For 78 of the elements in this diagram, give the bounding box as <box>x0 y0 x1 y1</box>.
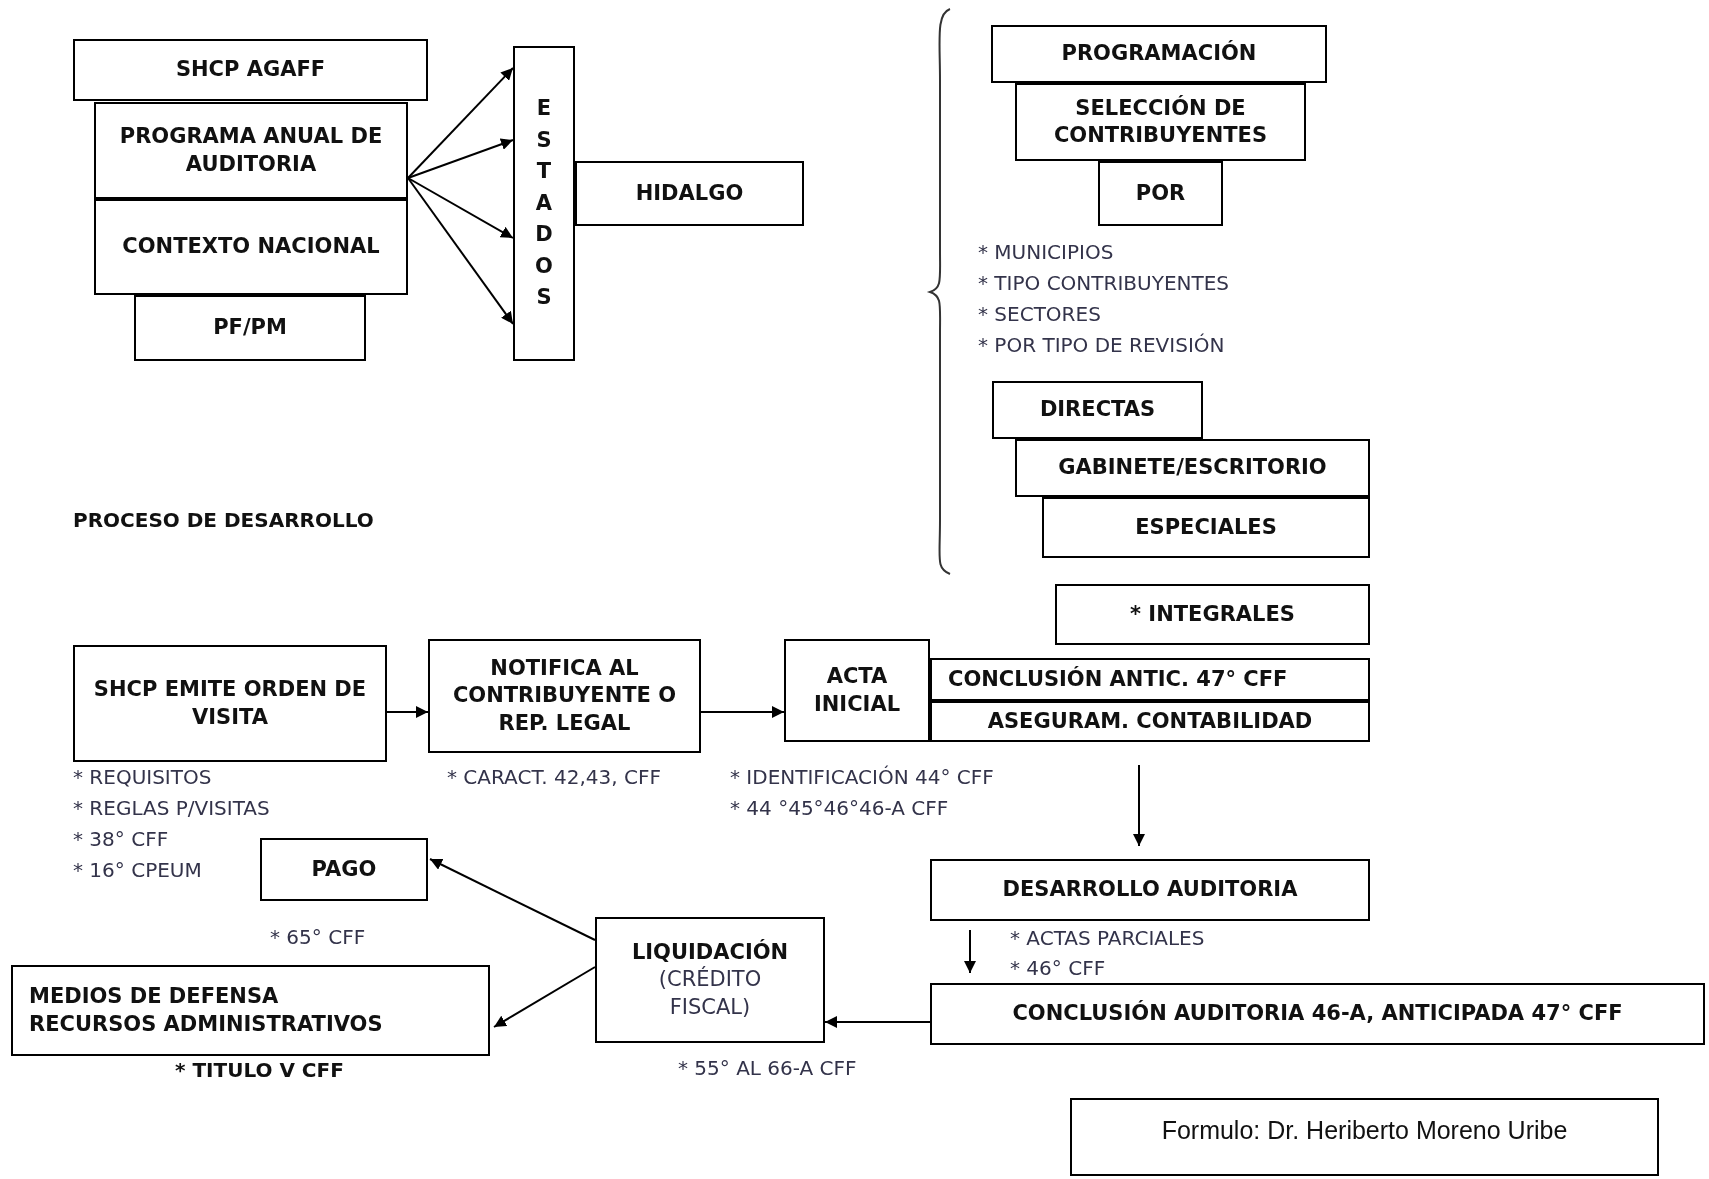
process-box <box>992 381 1203 439</box>
note-text: * 38° CFF <box>73 827 169 851</box>
note-text: * TIPO CONTRIBUYENTES <box>978 271 1230 295</box>
box-label: LIQUIDACIÓN <box>631 939 789 966</box>
heading-text: PROCESO DE DESARROLLO <box>73 508 374 532</box>
box-label: SELECCIÓN DE CONTRIBUYENTES <box>1052 94 1269 149</box>
note-text: * 44 °45°46°46-A CFF <box>730 796 949 820</box>
note-text: * CARACT. 42,43, CFF <box>447 765 661 789</box>
note-text: * ACTAS PARCIALES <box>1010 926 1205 950</box>
process-box <box>930 658 1370 701</box>
author-box <box>1070 1098 1659 1176</box>
box-label: PROGRAMA ANUAL DE AUDITORIA <box>118 123 384 178</box>
process-box <box>260 838 428 901</box>
process-box <box>930 701 1370 742</box>
box-label: HIDALGO <box>635 179 744 207</box>
process-box <box>134 295 366 361</box>
box-label: NOTIFICA AL CONTRIBUYENTE O REP. LEGAL <box>451 655 678 737</box>
arrow <box>1133 764 1145 847</box>
box-label: POR <box>1135 179 1186 207</box>
process-box <box>1055 584 1370 645</box>
note-text: * POR TIPO DE REVISIÓN <box>978 333 1225 357</box>
process-box <box>575 161 804 226</box>
process-box <box>991 25 1327 83</box>
box-label: GABINETE/ESCRITORIO <box>1058 454 1327 482</box>
arrow <box>493 966 596 1028</box>
arrow <box>407 67 514 179</box>
arrow <box>407 177 514 239</box>
process-box <box>73 39 428 101</box>
process-box <box>1098 161 1223 226</box>
process-box <box>930 983 1705 1045</box>
process-box <box>94 199 408 295</box>
box-label: SHCP AGAFF <box>175 56 326 84</box>
note-text: * SECTORES <box>978 302 1101 326</box>
box-label: SHCP EMITE ORDEN DE VISITA <box>92 676 368 731</box>
box-label: PROGRAMACIÓN <box>1061 40 1257 68</box>
box-label: * INTEGRALES <box>1130 600 1295 628</box>
arrow <box>429 858 596 941</box>
box-label: PF/PM <box>213 314 287 342</box>
arrow <box>386 706 429 718</box>
arrow <box>407 177 514 325</box>
box-sublabel: RECURSOS ADMINISTRATIVOS <box>29 1010 383 1038</box>
box-label: PAGO <box>311 855 377 883</box>
box-label: CONCLUSIÓN AUDITORIA 46-A, ANTICIPADA 47° CFF <box>1012 1000 1623 1028</box>
arrow <box>407 138 514 179</box>
note-text: * REGLAS P/VISITAS <box>73 796 270 820</box>
note-text: * REQUISITOS <box>73 765 212 789</box>
box-label: ASEGURAM. CONTABILIDAD <box>987 707 1313 735</box>
heading-text: * TITULO V CFF <box>175 1058 344 1082</box>
process-box <box>1042 497 1370 558</box>
note-text: * 16° CPEUM <box>73 858 202 882</box>
note-text: * IDENTIFICACIÓN 44° CFF <box>730 765 994 789</box>
box-label: ESPECIALES <box>1135 513 1277 541</box>
vertical-box <box>513 46 575 361</box>
process-box <box>428 639 701 753</box>
box-label: DESARROLLO AUDITORIA <box>1002 876 1298 904</box>
box-label: DIRECTAS <box>1039 396 1156 424</box>
note-text: * 55° AL 66-A CFF <box>678 1056 857 1080</box>
box-label: MEDIOS DE DEFENSA <box>29 983 279 1011</box>
process-box <box>73 645 387 762</box>
box-label: CONCLUSIÓN ANTIC. 47° CFF <box>948 665 1288 693</box>
arrow <box>700 706 785 718</box>
box-label: ESTADOS <box>534 95 554 312</box>
arrow <box>824 1016 931 1028</box>
process-box <box>1015 83 1306 161</box>
process-box <box>784 639 930 742</box>
note-text: * 46° CFF <box>1010 956 1106 980</box>
process-box <box>930 859 1370 921</box>
box-label: CONTEXTO NACIONAL <box>122 233 380 261</box>
process-box <box>11 965 490 1056</box>
process-box <box>595 917 825 1043</box>
process-box <box>1015 439 1370 497</box>
box-label: Formulo: Dr. Heriberto Moreno Uribe <box>1161 1115 1568 1146</box>
process-box <box>94 102 408 199</box>
note-text: * 65° CFF <box>270 925 366 949</box>
arrow <box>964 929 976 974</box>
note-text: * MUNICIPIOS <box>978 240 1114 264</box>
box-sublabel: (CRÉDITO FISCAL) <box>657 966 763 1021</box>
box-label: ACTA INICIAL <box>812 663 902 718</box>
